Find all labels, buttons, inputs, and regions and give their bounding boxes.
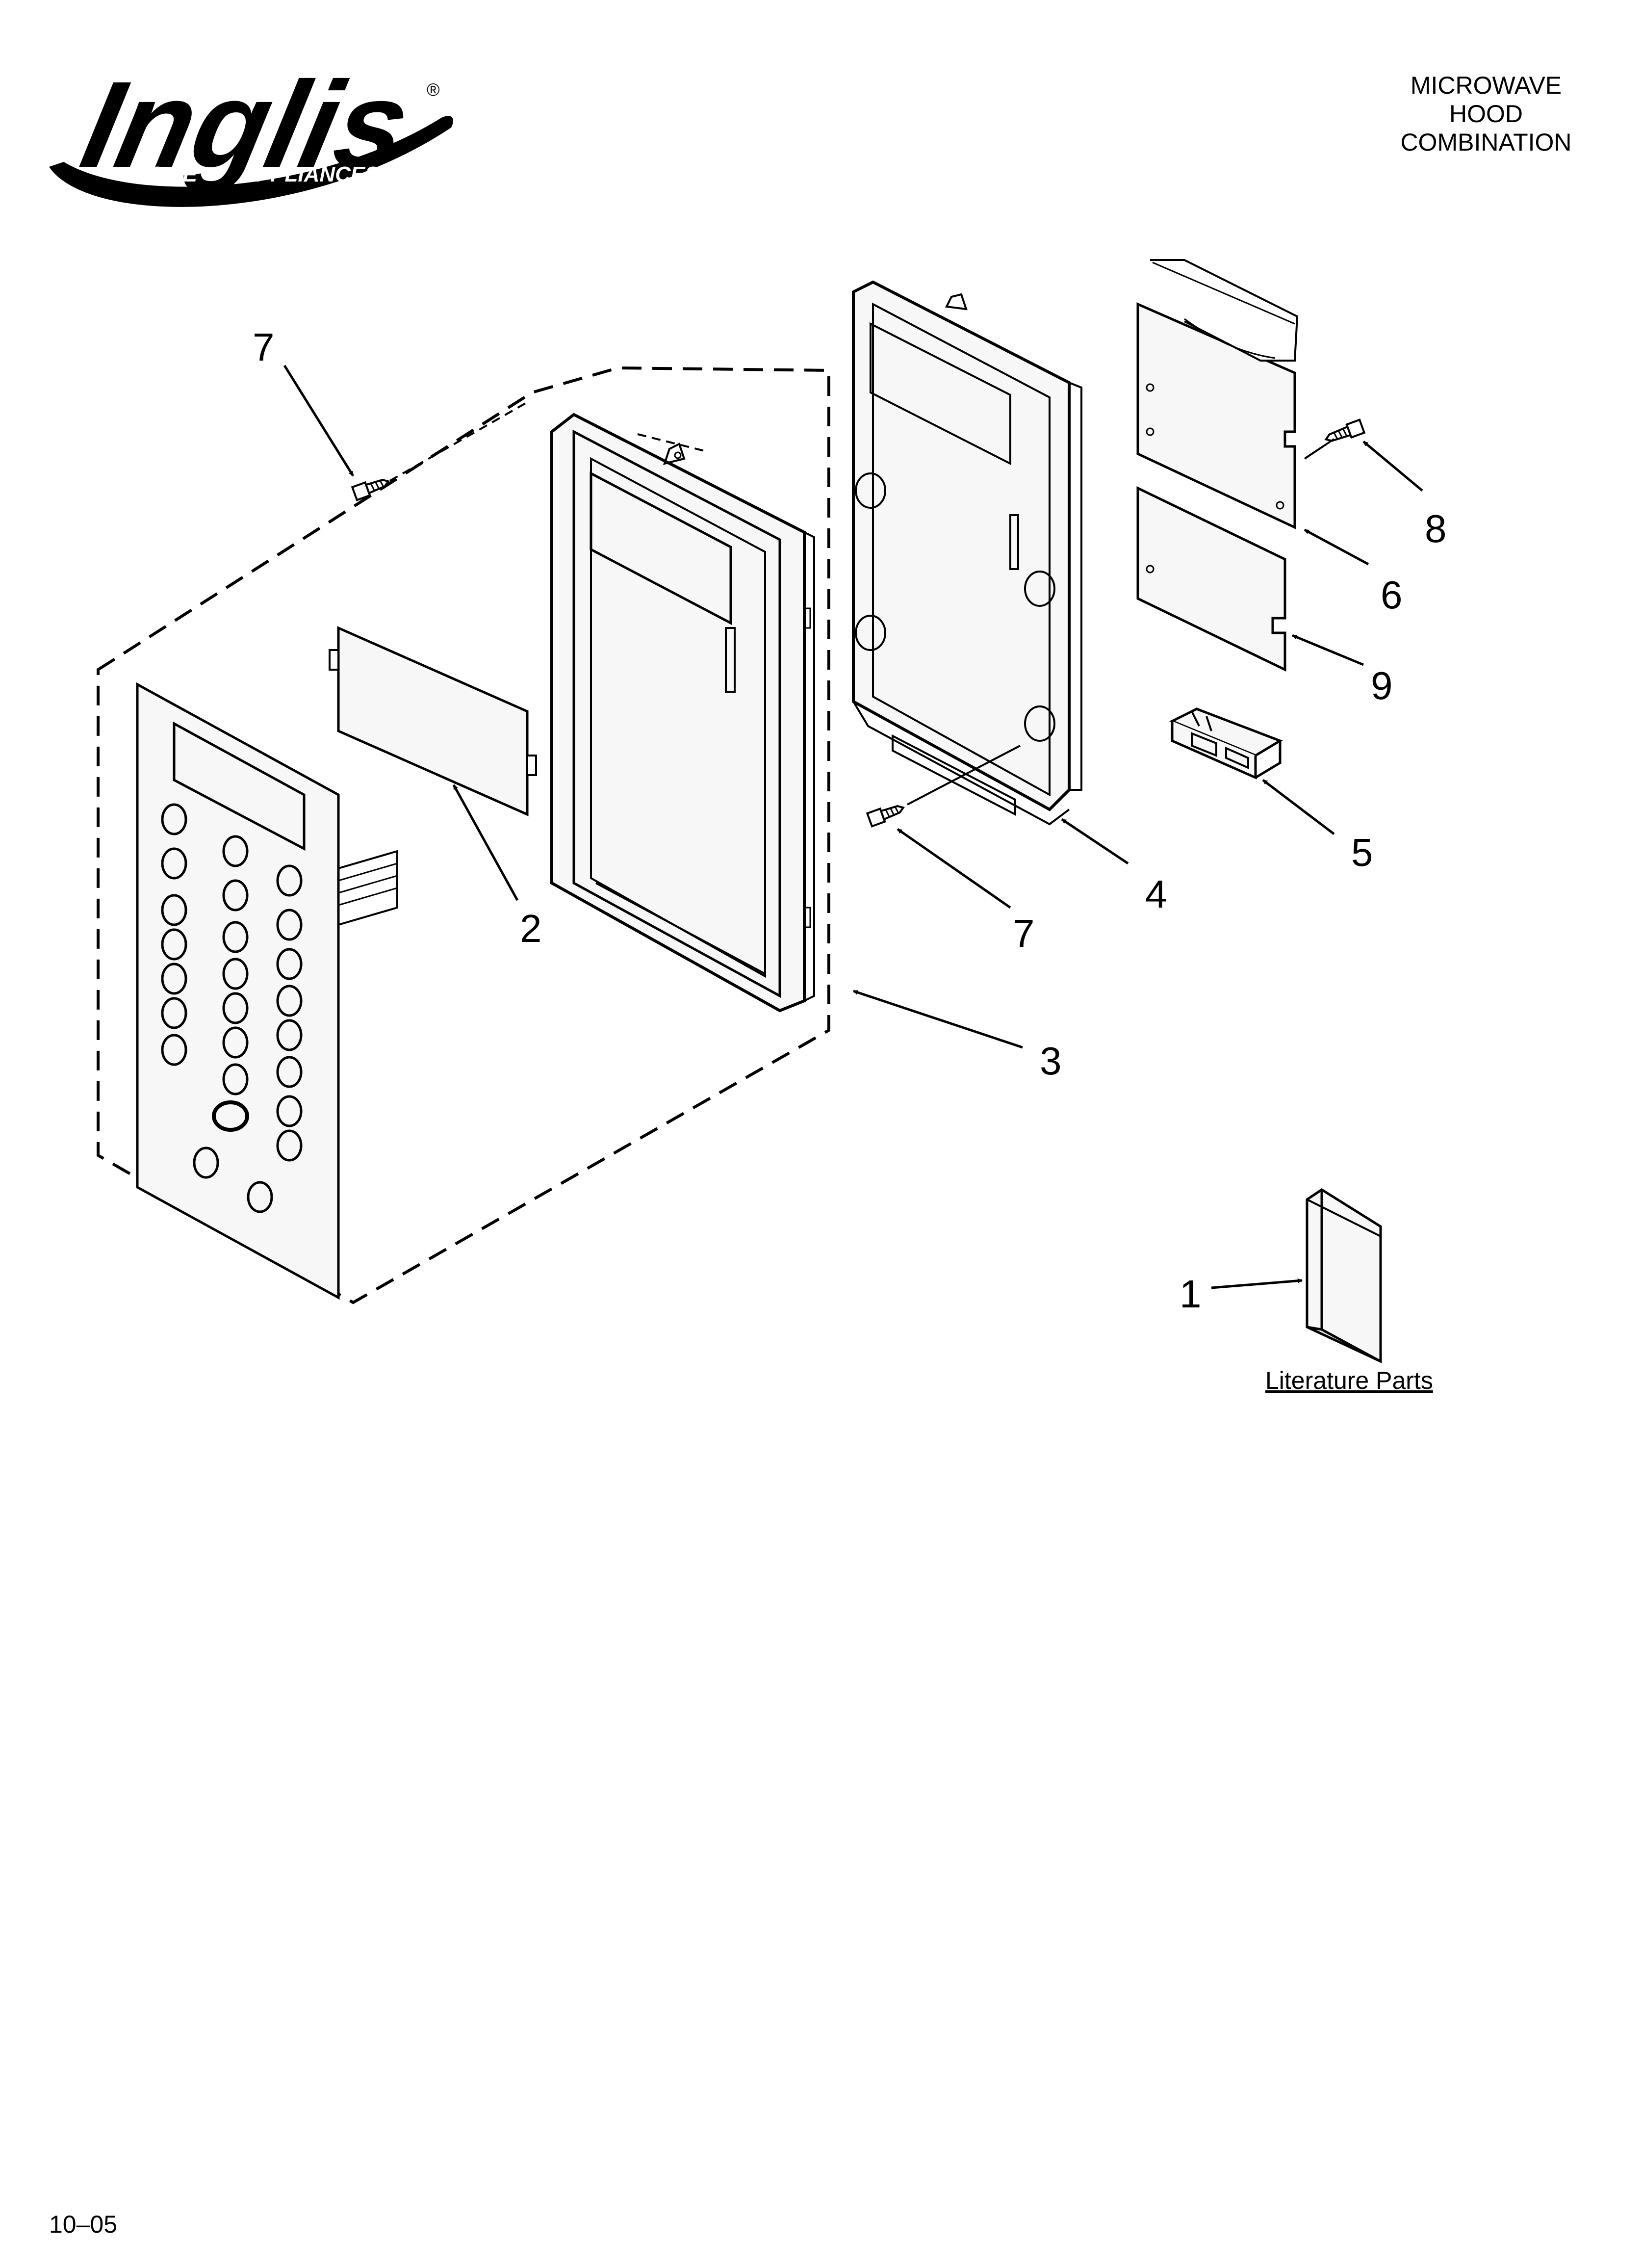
logo-wordmark: Inglis [72, 56, 421, 193]
callout-4: 4 [1145, 872, 1167, 916]
keypad-button [222, 921, 249, 953]
keypad-button [161, 928, 187, 961]
callout-5: 5 [1351, 831, 1373, 874]
literature-parts-label: Literature Parts [1265, 1367, 1433, 1394]
callout-1: 1 [1180, 1272, 1202, 1316]
keypad-button [276, 864, 303, 897]
keypad-button [222, 992, 249, 1024]
screw-right-item8 [1324, 418, 1366, 442]
keypad-button [276, 909, 303, 941]
callout-2: 2 [520, 907, 542, 950]
logo-tagline-home: HOME [132, 162, 198, 186]
keypad-button [161, 894, 187, 926]
keypad-button [276, 1019, 303, 1051]
keypad-button [222, 879, 249, 912]
title-line-2: HOOD [1449, 100, 1523, 128]
keypad-button [222, 835, 249, 867]
callout-7-bottom: 7 [1013, 912, 1035, 955]
electronics-bracket-part [852, 280, 1082, 826]
footer-code: 10–05 [49, 2211, 118, 2238]
logo-tagline-appliances: APPLIANCES [240, 162, 380, 186]
keypad-button [222, 1063, 249, 1095]
title-line-1: MICROWAVE [1410, 72, 1562, 99]
keypad-button [161, 997, 187, 1029]
keypad-button [161, 963, 187, 995]
screw-top-left [351, 478, 390, 501]
inglis-logo: Inglis ® HOME APPLIANCES [49, 56, 453, 207]
callout-3: 3 [1040, 1039, 1062, 1083]
keypad-button [276, 1129, 303, 1162]
display-window-part [329, 626, 537, 816]
keypad-start-button [212, 1100, 249, 1132]
screw-bottom-item7 [866, 805, 905, 828]
keypad-button [276, 1095, 303, 1127]
circuit-board-part [1136, 259, 1299, 529]
title-line-3: COMBINATION [1400, 129, 1572, 156]
callout-7-top: 7 [253, 325, 275, 369]
keypad-button [247, 1181, 273, 1213]
logo-registered: ® [427, 79, 440, 100]
insulator-sheet-part [1136, 486, 1286, 672]
keypad-button [161, 1034, 187, 1066]
keypad-button [193, 1147, 219, 1179]
literature-booklet-part [1306, 1188, 1382, 1363]
callout-9: 9 [1371, 664, 1393, 707]
callout-6: 6 [1381, 573, 1403, 617]
keypad-button [161, 847, 187, 880]
keypad-membrane-part [136, 682, 398, 1300]
callout-8: 8 [1425, 507, 1447, 550]
keypad-button [276, 985, 303, 1017]
latch-bracket-part [1169, 707, 1283, 780]
keypad-button [222, 958, 249, 990]
keypad-button [276, 1056, 303, 1088]
keypad-button [161, 803, 187, 835]
keypad-button [276, 948, 303, 980]
keypad-button [222, 1026, 249, 1059]
control-panel-frame-part [550, 413, 815, 1013]
